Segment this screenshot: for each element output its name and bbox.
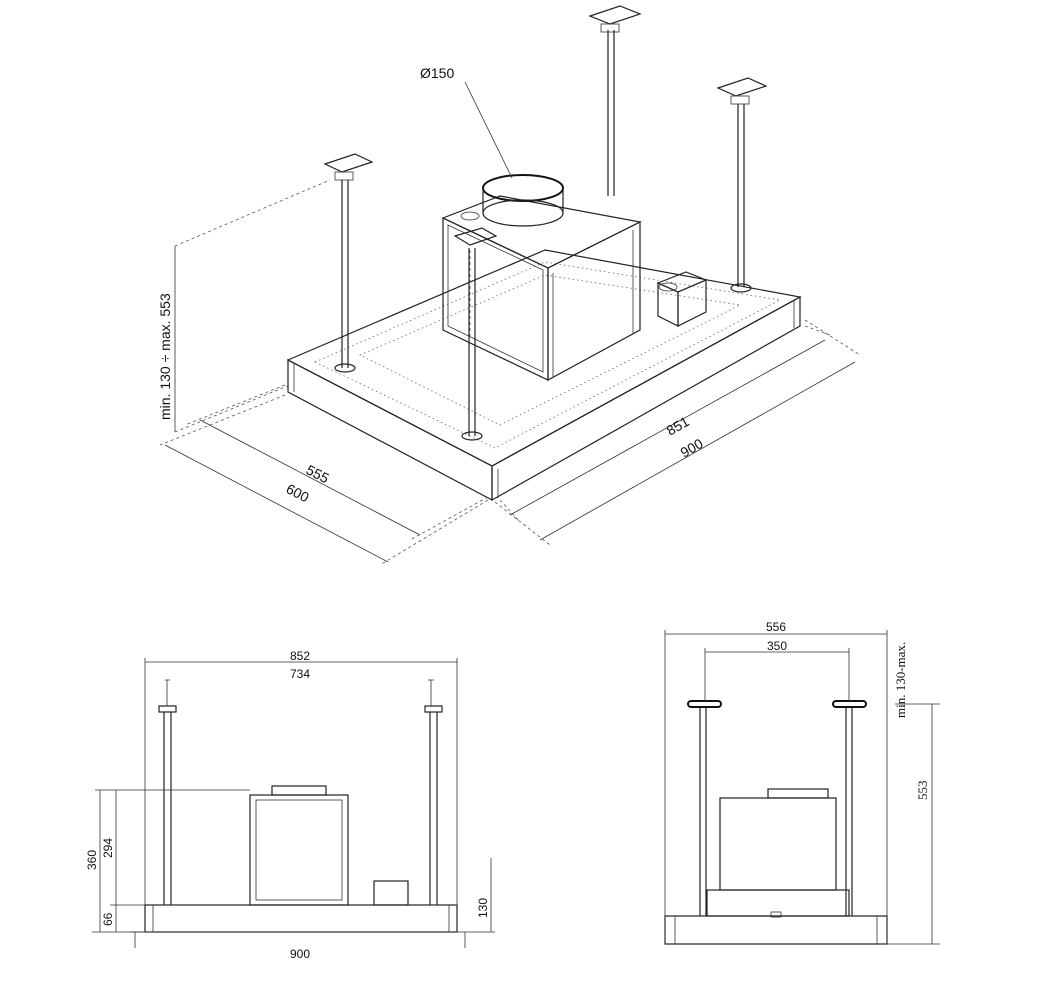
front-width-inner-label: 734 — [290, 667, 310, 681]
duct-leader-line — [464, 81, 513, 179]
side-height-min-label: min. 130-max. — [893, 642, 908, 718]
side-height-max-label: 553 — [915, 781, 930, 801]
front-view: 852 734 360 294 66 130 900 — [85, 649, 495, 961]
side-view: 556 350 min. 130-max. 553 — [664, 620, 940, 945]
height-range-label: min. 130 ÷ max. 553 — [157, 293, 173, 420]
front-bottom-width-label: 900 — [290, 947, 310, 961]
front-base-slab — [144, 904, 458, 933]
isometric-view: min. 130 ÷ max. 553 555 600 851 900 Ø150 — [157, 5, 861, 566]
width-outer-label: 900 — [678, 435, 706, 461]
side-width-inner-label: 350 — [767, 639, 787, 653]
motor-box — [441, 195, 642, 382]
side-base-slab — [664, 915, 888, 945]
height-dimension: min. 130 ÷ max. 553 — [157, 179, 331, 433]
front-height-66-label: 66 — [101, 912, 115, 926]
front-connector-box — [373, 880, 409, 906]
width-dimension: 851 900 — [494, 319, 861, 546]
side-width-outer-label: 556 — [766, 620, 786, 634]
side-motor-box — [719, 797, 837, 891]
side-connector-box — [656, 271, 708, 327]
front-height-130-label: 130 — [476, 898, 490, 918]
front-height-360-label: 360 — [85, 850, 99, 870]
width-inner-label: 851 — [664, 413, 692, 439]
duct-collar — [482, 174, 564, 227]
suspension-rods — [323, 5, 768, 441]
hood-base-side-face — [491, 295, 801, 502]
hood-base-inner-outline — [314, 261, 782, 449]
depth-inner-label: 555 — [304, 461, 332, 486]
front-width-outer-label: 852 — [290, 649, 310, 663]
front-motor-box — [249, 794, 349, 906]
hood-base-top-face — [286, 249, 802, 467]
front-height-294-label: 294 — [101, 838, 115, 858]
depth-dimension: 555 600 — [159, 384, 489, 566]
depth-outer-label: 600 — [284, 480, 312, 505]
duct-diameter-label: Ø150 — [420, 65, 454, 81]
